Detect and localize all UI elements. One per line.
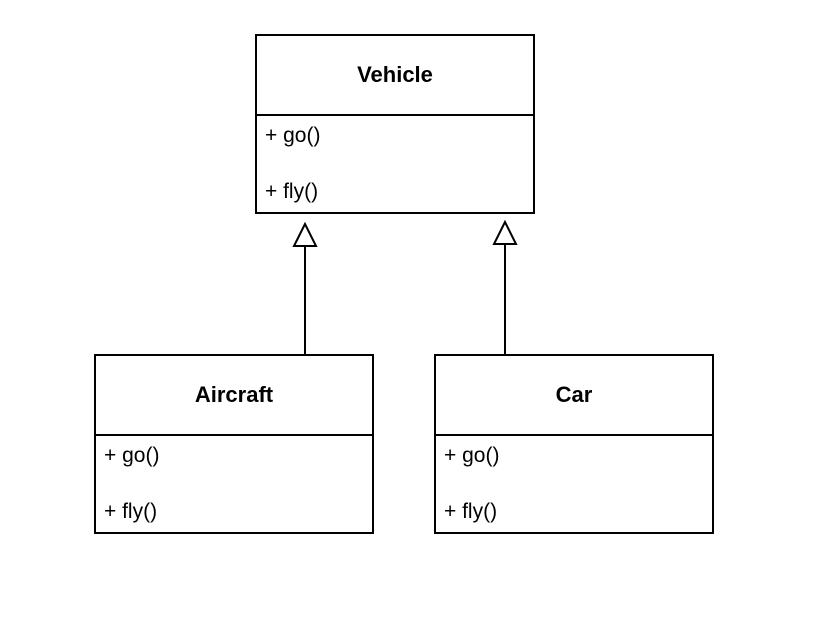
class-name-vehicle: Vehicle — [257, 36, 533, 116]
generalization-arrowhead-aircraft — [292, 221, 318, 247]
class-methods-car: + go() + fly() — [436, 436, 712, 532]
class-methods-aircraft: + go() + fly() — [96, 436, 372, 532]
method-go: + go() — [444, 444, 500, 467]
method-go: + go() — [265, 124, 321, 147]
generalization-arrowhead-car — [492, 219, 518, 245]
class-methods-vehicle: + go() + fly() — [257, 116, 533, 212]
inheritance-car-to-vehicle[interactable] — [492, 219, 518, 354]
method-fly: + fly() — [444, 500, 498, 523]
class-name-aircraft: Aircraft — [96, 356, 372, 436]
class-name-car: Car — [436, 356, 712, 436]
method-go: + go() — [104, 444, 160, 467]
class-box-vehicle[interactable]: Vehicle + go() + fly() — [255, 34, 535, 214]
class-box-aircraft[interactable]: Aircraft + go() + fly() — [94, 354, 374, 534]
inheritance-aircraft-to-vehicle[interactable] — [292, 221, 318, 354]
method-fly: + fly() — [104, 500, 158, 523]
method-fly: + fly() — [265, 180, 319, 203]
class-box-car[interactable]: Car + go() + fly() — [434, 354, 714, 534]
